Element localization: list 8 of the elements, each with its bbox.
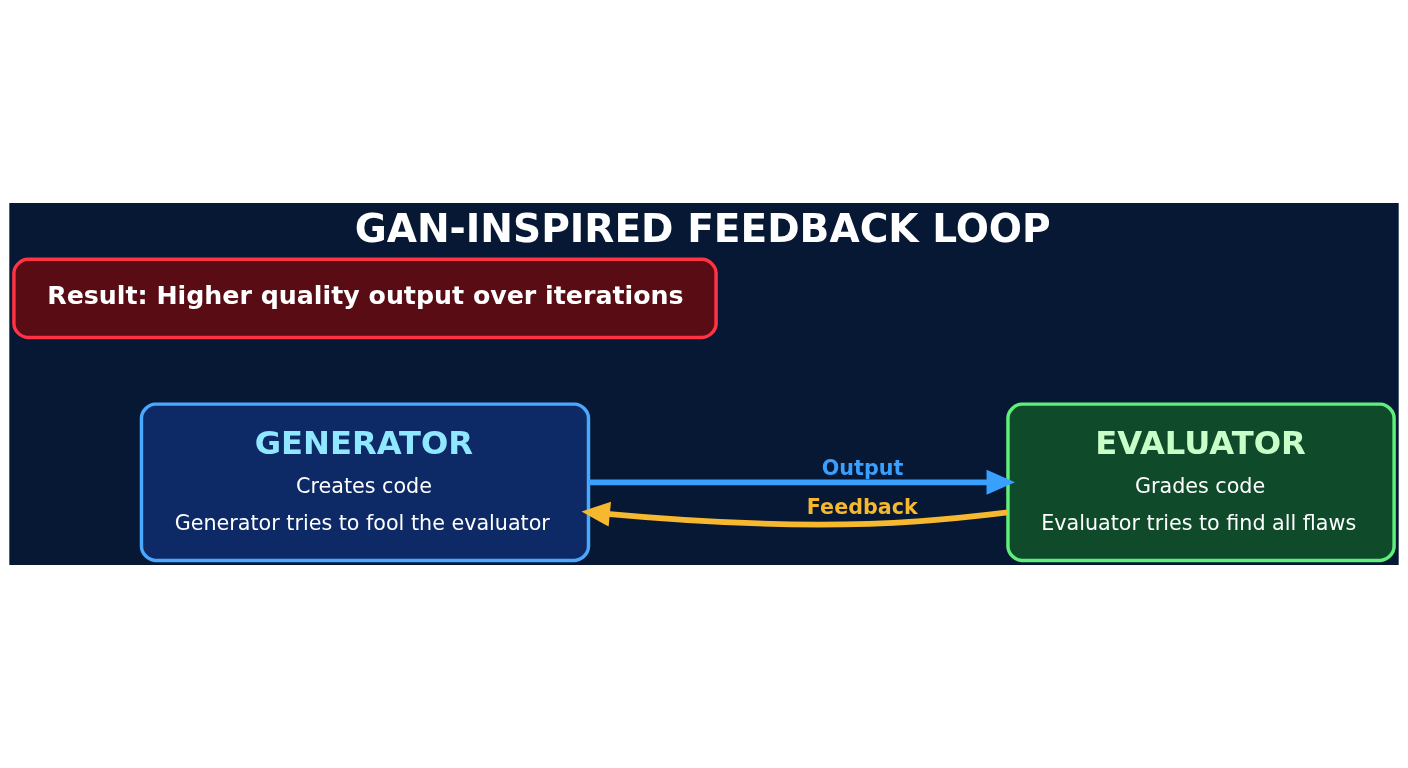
node-box: EVALUATOR Grades code Evaluator tries to find all flaws — [1006, 402, 1396, 563]
arrow — [581, 501, 1009, 528]
arrow — [589, 469, 1015, 495]
node-box: Result: Higher quality output over iterations — [12, 257, 718, 340]
edge-label: Feedback — [806, 494, 918, 519]
diagram-title: GAN-INSPIRED FEEDBACK LOOP — [354, 206, 1051, 252]
node-box: GENERATOR Creates code Generator tries to fool the evaluator — [139, 402, 591, 563]
edge-label: Output — [821, 455, 904, 480]
